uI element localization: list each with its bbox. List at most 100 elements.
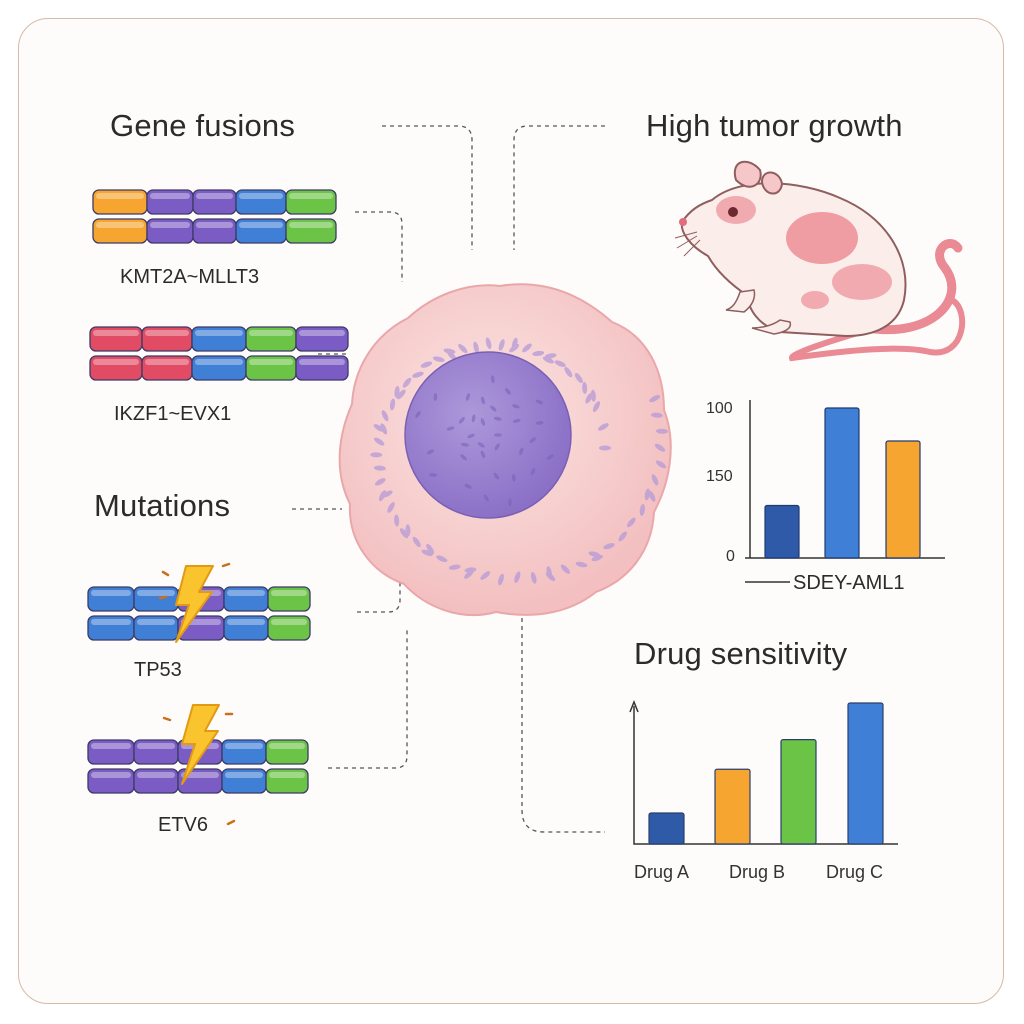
ikzf1-evx1-chromosome-pair (89, 326, 349, 381)
segment-highlight (239, 193, 283, 199)
chromosome-segment (267, 615, 311, 641)
segment-highlight (225, 772, 263, 778)
cell-granule (651, 474, 659, 486)
tp53-chromosome-pair (87, 586, 311, 641)
segment-highlight (93, 359, 139, 365)
nucleus-chromatin (494, 433, 502, 437)
segment-highlight (91, 772, 131, 778)
nucleus-chromatin (471, 414, 476, 423)
chart2-category-label: Drug B (729, 862, 786, 882)
cell-granule (554, 360, 566, 367)
segment-highlight (150, 222, 190, 228)
segment-highlight (249, 359, 293, 365)
cell-granule (448, 564, 461, 570)
cell-granule (421, 549, 433, 557)
nucleus-chromatin (546, 454, 554, 460)
nucleus-chromatin (477, 442, 485, 448)
cell-granule (381, 490, 393, 498)
cell-granule (575, 561, 588, 568)
gene-fusions-heading: Gene fusions (110, 108, 296, 143)
fusion-label-kmt2a-mllt3: KMT2A~MLLT3 (120, 266, 260, 288)
segment-highlight (93, 330, 139, 336)
chromosome-segment (265, 739, 309, 765)
nucleus-chromatin (508, 498, 512, 507)
segment-highlight (271, 619, 307, 625)
cell-granule (618, 531, 627, 542)
segment-highlight (96, 222, 144, 228)
cell-granule (639, 504, 645, 516)
nucleus-chromatin (480, 450, 486, 459)
segment-highlight (225, 743, 263, 749)
chart2-bar (780, 739, 817, 845)
cell-granule (370, 452, 383, 458)
nucleus-chromatin (460, 454, 467, 461)
segment-highlight (249, 330, 293, 336)
chart2-bar (847, 702, 884, 845)
cell-granule (655, 428, 668, 434)
cell-granule (380, 423, 388, 435)
cell-granule (412, 371, 424, 378)
segment-highlight (289, 222, 333, 228)
nucleus-chromatin (433, 392, 438, 401)
chromosome-segment (285, 218, 337, 244)
segment-highlight (137, 743, 175, 749)
segment-highlight (195, 330, 243, 336)
cell-granule (560, 564, 571, 574)
nucleus-chromatin (464, 483, 472, 489)
segment-highlight (227, 590, 265, 596)
nucleus-chromatin (512, 473, 516, 482)
chart2-category-label: Drug C (826, 862, 884, 882)
segment-highlight (227, 619, 265, 625)
cell-granule (402, 377, 412, 388)
cell-granule (644, 488, 650, 501)
segment-highlight (91, 590, 131, 596)
nucleus-chromatin (490, 375, 495, 384)
nucleus-chromatin (494, 443, 500, 451)
chart2-bar (648, 812, 685, 845)
cell-granule (485, 337, 492, 350)
segment-highlight (96, 193, 144, 199)
chromosome-segment (295, 355, 349, 381)
nucleus-chromatin (465, 393, 471, 401)
chromosome-segment (295, 326, 349, 352)
nucleus-chromatin (483, 494, 489, 502)
cell-granule (464, 567, 477, 573)
segment-highlight (181, 772, 219, 778)
segment-highlight (137, 619, 175, 625)
nucleus-chromatin (493, 472, 500, 480)
fusion-label-ikzf1-evx1: IKZF1~EVX1 (114, 403, 232, 425)
nucleus-chromatin (446, 426, 455, 431)
chromosome-segment (265, 768, 309, 794)
chart1-x-label: SDEY-AML1 (793, 572, 905, 594)
cell-granule (374, 478, 386, 486)
cell-granule (420, 361, 433, 368)
cell-granule (564, 366, 573, 378)
cell-granule (480, 571, 491, 580)
mutation-label-etv6: ETV6 (158, 814, 209, 836)
nucleus-chromatin (415, 411, 421, 418)
mouse-illustration (674, 160, 966, 362)
cell-granule (498, 573, 504, 586)
chart1-bar (764, 504, 800, 559)
nucleus-chromatin (480, 418, 486, 426)
chart1-bar (824, 407, 860, 559)
nucleus-chromatin (512, 404, 520, 409)
nucleus-chromatin (426, 449, 435, 455)
tumor-growth-bar-chart (745, 400, 945, 583)
connector-lines (292, 125, 605, 833)
nucleus-chromatin (429, 473, 438, 477)
cell-granule (412, 536, 421, 548)
cell-granule (655, 460, 667, 469)
cell-granule (603, 543, 615, 550)
cell-granule (447, 350, 457, 360)
nucleus-chromatin (505, 388, 511, 395)
cell-granule (591, 554, 603, 562)
segment-highlight (91, 619, 131, 625)
segment-highlight (137, 772, 175, 778)
cell-granule (374, 437, 385, 446)
segment-highlight (289, 193, 333, 199)
segment-highlight (299, 359, 345, 365)
nucleus-chromatin (519, 447, 524, 456)
cell-granule (436, 555, 448, 563)
